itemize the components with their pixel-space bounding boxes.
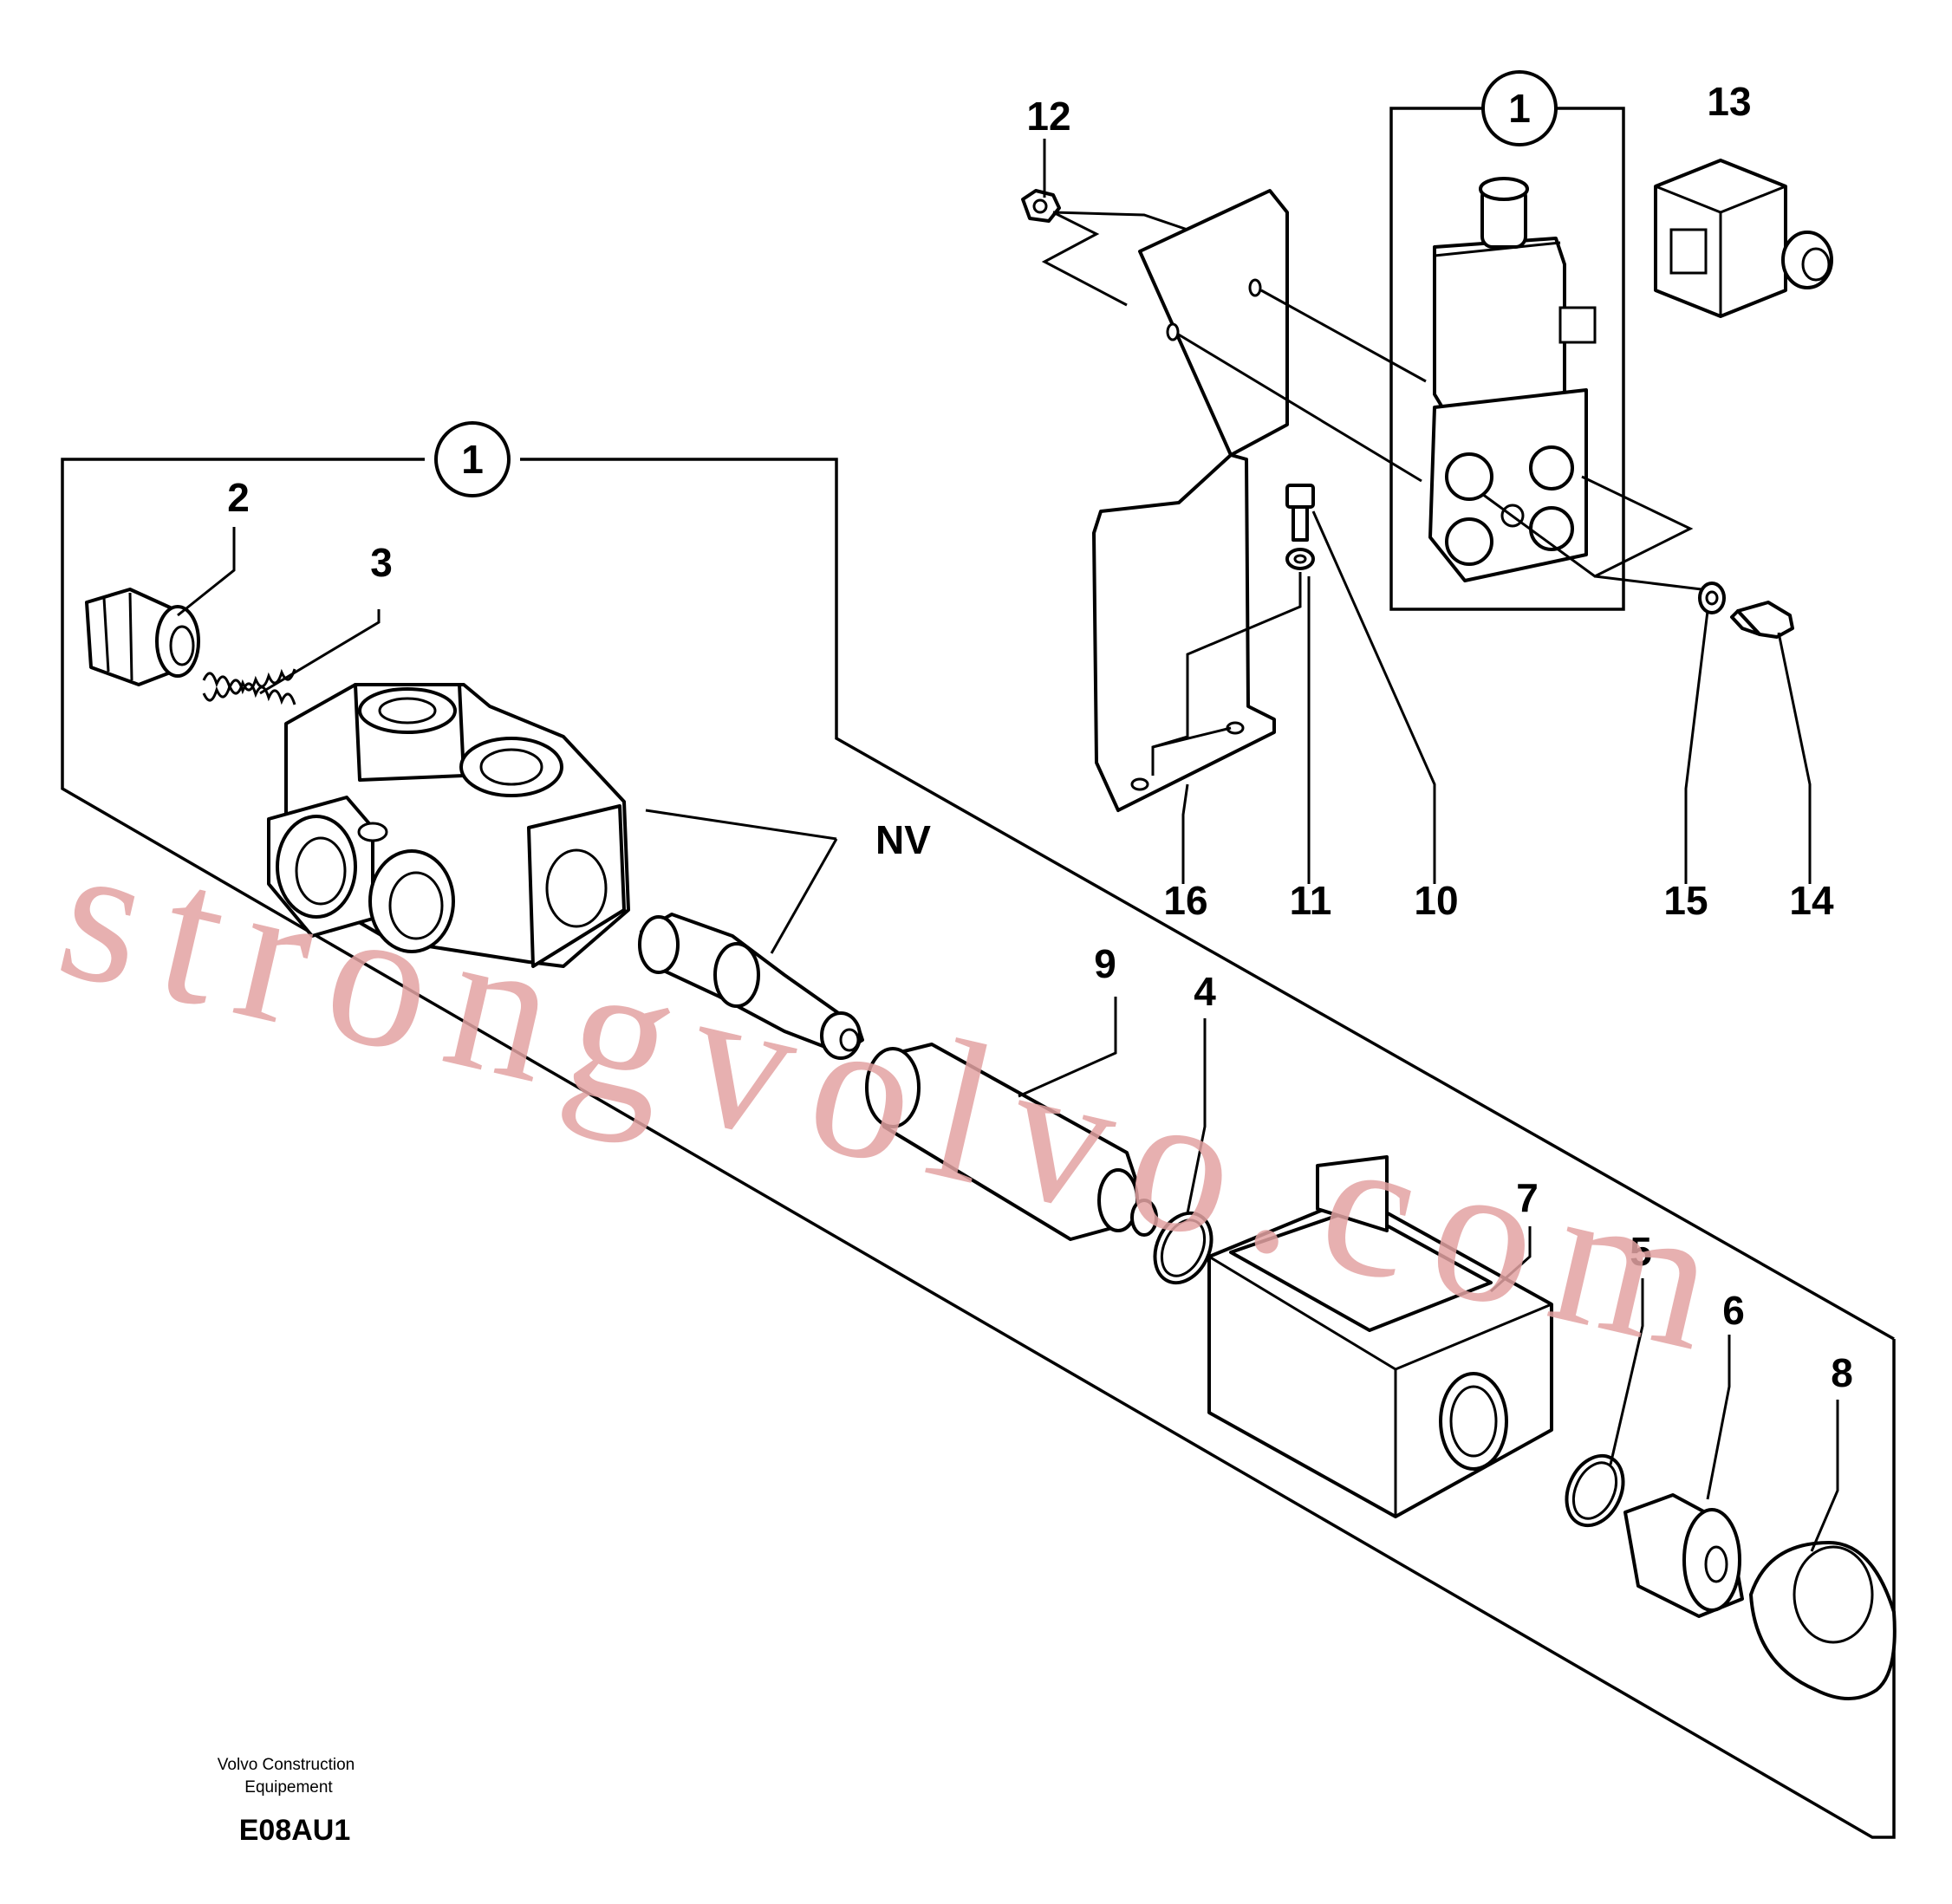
callout-16: 16 — [1163, 878, 1207, 923]
callout-14: 14 — [1789, 878, 1834, 923]
part-11-washer — [1285, 548, 1315, 570]
callout-10: 10 — [1414, 878, 1458, 923]
callout-9: 9 — [1094, 941, 1116, 986]
callout-15: 15 — [1663, 878, 1708, 923]
part-16-bracket — [1092, 189, 1289, 812]
callout-11: 11 — [1290, 878, 1332, 923]
assembly-marker-left: 1 — [434, 421, 511, 497]
part-10-bolt — [1285, 484, 1315, 542]
callout-13: 13 — [1707, 79, 1751, 124]
part-nv-spool — [638, 913, 864, 1060]
assembly-marker-top: 1 — [1481, 70, 1558, 146]
part-6-nut — [1623, 1493, 1744, 1618]
callout-2: 2 — [227, 475, 250, 520]
callout-nv: NV — [875, 817, 931, 862]
upper-solenoid-valve — [1428, 177, 1597, 582]
part-9-tube — [865, 1043, 1158, 1241]
part-8-cap — [1749, 1541, 1897, 1700]
valve-body — [267, 683, 630, 968]
watermark-text: strongvolvo.com — [42, 797, 1758, 1397]
part-5-oring — [1565, 1453, 1625, 1528]
callout-7: 7 — [1516, 1175, 1539, 1220]
footer-brand-line2: Equipement — [244, 1778, 333, 1797]
svg-text:1: 1 — [1508, 86, 1531, 131]
part-14-bolt — [1730, 601, 1794, 639]
callout-8: 8 — [1831, 1350, 1853, 1395]
leader-lines — [177, 139, 1839, 1552]
assembly-frame-lower — [61, 458, 1896, 1839]
part-13-connector — [1654, 159, 1833, 318]
assembly-frame-upper — [1389, 107, 1625, 611]
part-15-washer — [1698, 582, 1726, 614]
footer-brand-line1: Volvo Construction — [218, 1756, 355, 1774]
callout-3: 3 — [370, 540, 393, 585]
svg-text:1: 1 — [461, 437, 484, 482]
part-7-coil — [1207, 1155, 1553, 1518]
callout-5: 5 — [1630, 1229, 1652, 1274]
part-3-spring — [202, 668, 296, 705]
callout-4: 4 — [1194, 969, 1216, 1014]
footer-figure-code: E08AU1 — [239, 1814, 351, 1847]
part-12-nut — [1021, 189, 1061, 223]
callout-6: 6 — [1722, 1288, 1745, 1333]
assembly-lines — [1041, 211, 1702, 776]
part-4-oring — [1153, 1211, 1213, 1285]
callout-12: 12 — [1026, 94, 1070, 139]
part-2-cap — [85, 588, 200, 686]
